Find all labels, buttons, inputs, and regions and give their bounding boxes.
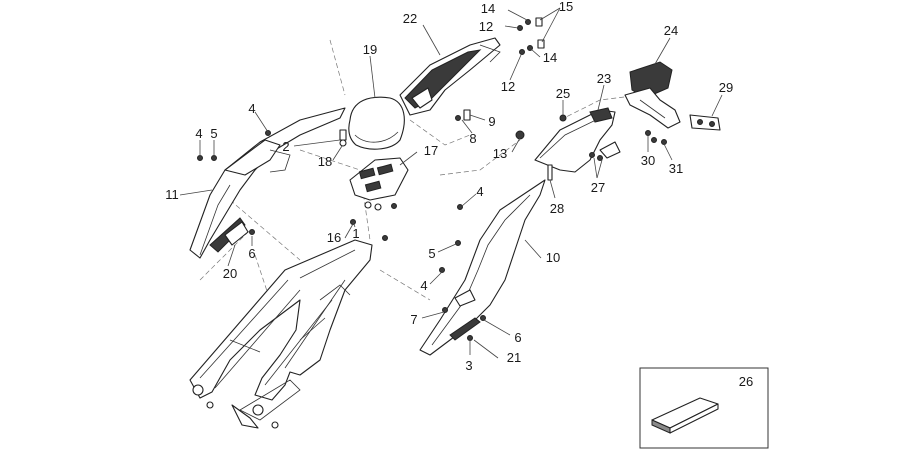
callout-7: 7 [410,312,417,327]
callout-4-a: 4 [248,101,255,116]
callout-8: 8 [469,131,476,146]
callout-29: 29 [719,80,733,95]
license-plate-holder [534,107,621,173]
inset-box-part-26 [639,367,769,449]
callout-14-b: 14 [543,50,557,65]
rear-subframe [189,239,373,429]
callout-13: 13 [493,146,507,161]
callout-1: 1 [352,226,359,241]
callout-3: 3 [465,358,472,373]
callout-22: 22 [403,11,417,26]
callout-9: 9 [488,114,495,129]
callout-4-d: 4 [420,278,427,293]
tail-cowl [399,37,501,116]
callout-16: 16 [327,230,341,245]
callout-6-a: 6 [248,246,255,261]
callout-21: 21 [507,350,521,365]
callout-labels: 1 2 3 4 4 4 4 5 5 6 6 7 8 9 10 11 12 12 … [165,0,753,389]
callout-15: 15 [559,0,573,14]
callout-20: 20 [223,266,237,281]
callout-14-a: 14 [481,1,495,16]
left-side-panel [189,107,346,259]
callout-4-b: 4 [195,126,202,141]
callout-17: 17 [424,143,438,158]
seat-lock-plate [349,157,409,211]
inset-frame [639,367,769,449]
callout-5-a: 5 [210,126,217,141]
callout-2: 2 [282,139,289,154]
right-side-panel [419,179,546,356]
reflector [689,114,721,131]
leader-lines [179,7,723,359]
callout-28: 28 [550,201,564,216]
callout-27: 27 [591,180,605,195]
rear-light-assembly [624,61,681,129]
callout-4-c: 4 [476,184,483,199]
callout-19: 19 [363,42,377,57]
callout-23: 23 [597,71,611,86]
callout-26: 26 [739,374,753,389]
callout-11: 11 [165,187,179,202]
callout-31: 31 [669,161,683,176]
callout-18: 18 [318,154,332,169]
callout-24: 24 [664,23,678,38]
callout-12-a: 12 [479,19,493,34]
callout-6-b: 6 [514,330,521,345]
callout-30: 30 [641,153,655,168]
callout-12-b: 12 [501,79,515,94]
callout-25: 25 [556,86,570,101]
fasteners [197,17,667,341]
callout-5-b: 5 [428,246,435,261]
passenger-seat [348,96,405,150]
callout-10: 10 [546,250,560,265]
